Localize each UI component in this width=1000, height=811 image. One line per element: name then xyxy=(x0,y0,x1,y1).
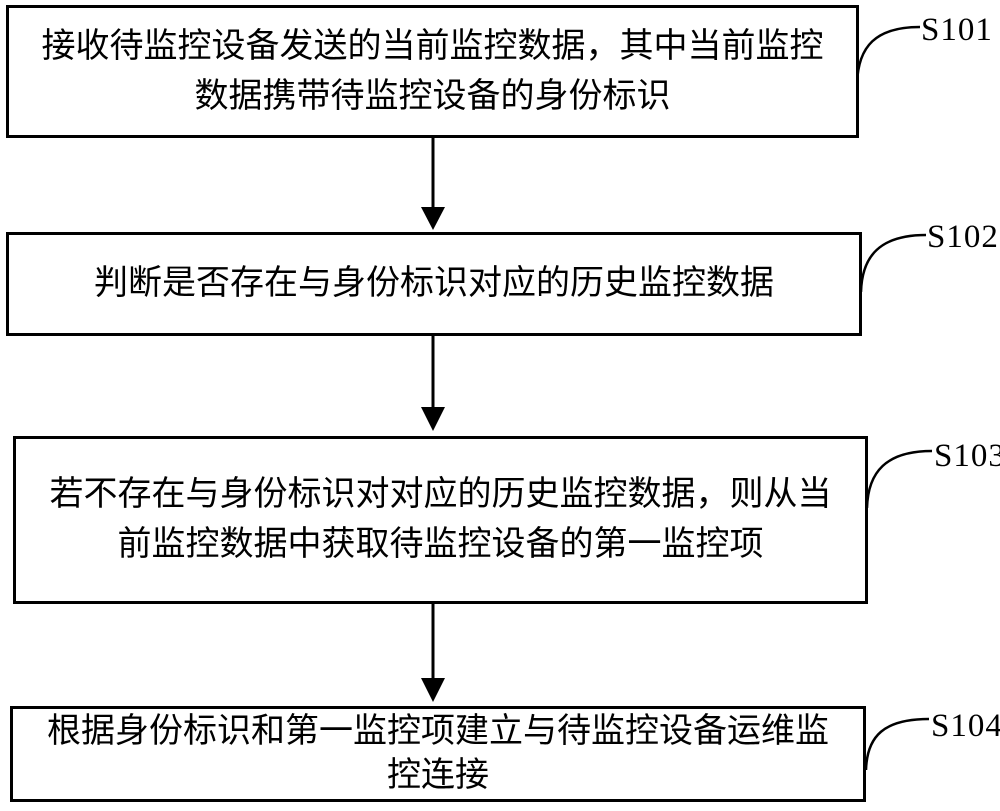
step-label-s101: S101 xyxy=(921,12,993,48)
arrow-step1-to-step2 xyxy=(421,138,445,230)
flow-step-2-text-line-1: 判断是否存在与身份标识对应的历史监控数据 xyxy=(94,265,774,302)
flow-step-1-box: 接收待监控设备发送的当前监控数据，其中当前监控 数据携带待监控设备的身份标识 xyxy=(6,5,859,138)
flow-step-4-box: 根据身份标识和第一监控项建立与待监控设备运维监 控连接 xyxy=(10,706,866,802)
flow-step-1-text-line-2: 数据携带待监控设备的身份标识 xyxy=(194,77,671,115)
arrow-step2-to-step3 xyxy=(421,336,445,431)
step-label-s102: S102 xyxy=(927,219,999,255)
flow-step-4-text-line-2: 控连接 xyxy=(387,757,489,794)
leader-line-s104 xyxy=(864,717,930,771)
step-label-s104: S104 xyxy=(931,708,1000,744)
arrow-step3-to-step4 xyxy=(421,604,445,702)
step-label-s103: S103 xyxy=(934,438,1000,474)
leader-line-s103 xyxy=(865,449,933,509)
flow-step-1-text-line-1: 接收待监控设备发送的当前监控数据，其中当前监控 xyxy=(41,27,824,65)
flow-step-3-text-line-1: 若不存在与身份标识对对应的历史监控数据，则从当 xyxy=(49,476,832,513)
flow-step-3-text-line-2: 前监控数据中获取待监控设备的第一监控项 xyxy=(117,526,764,563)
flow-step-2-box: 判断是否存在与身份标识对应的历史监控数据 xyxy=(6,232,862,336)
flow-step-3-box: 若不存在与身份标识对对应的历史监控数据，则从当 前监控数据中获取待监控设备的第一… xyxy=(13,436,868,604)
leader-line-s102 xyxy=(859,233,927,293)
leader-line-s101 xyxy=(855,25,921,85)
flow-step-4-text-line-1: 根据身份标识和第一监控项建立与待监控设备运维监 xyxy=(47,713,829,750)
